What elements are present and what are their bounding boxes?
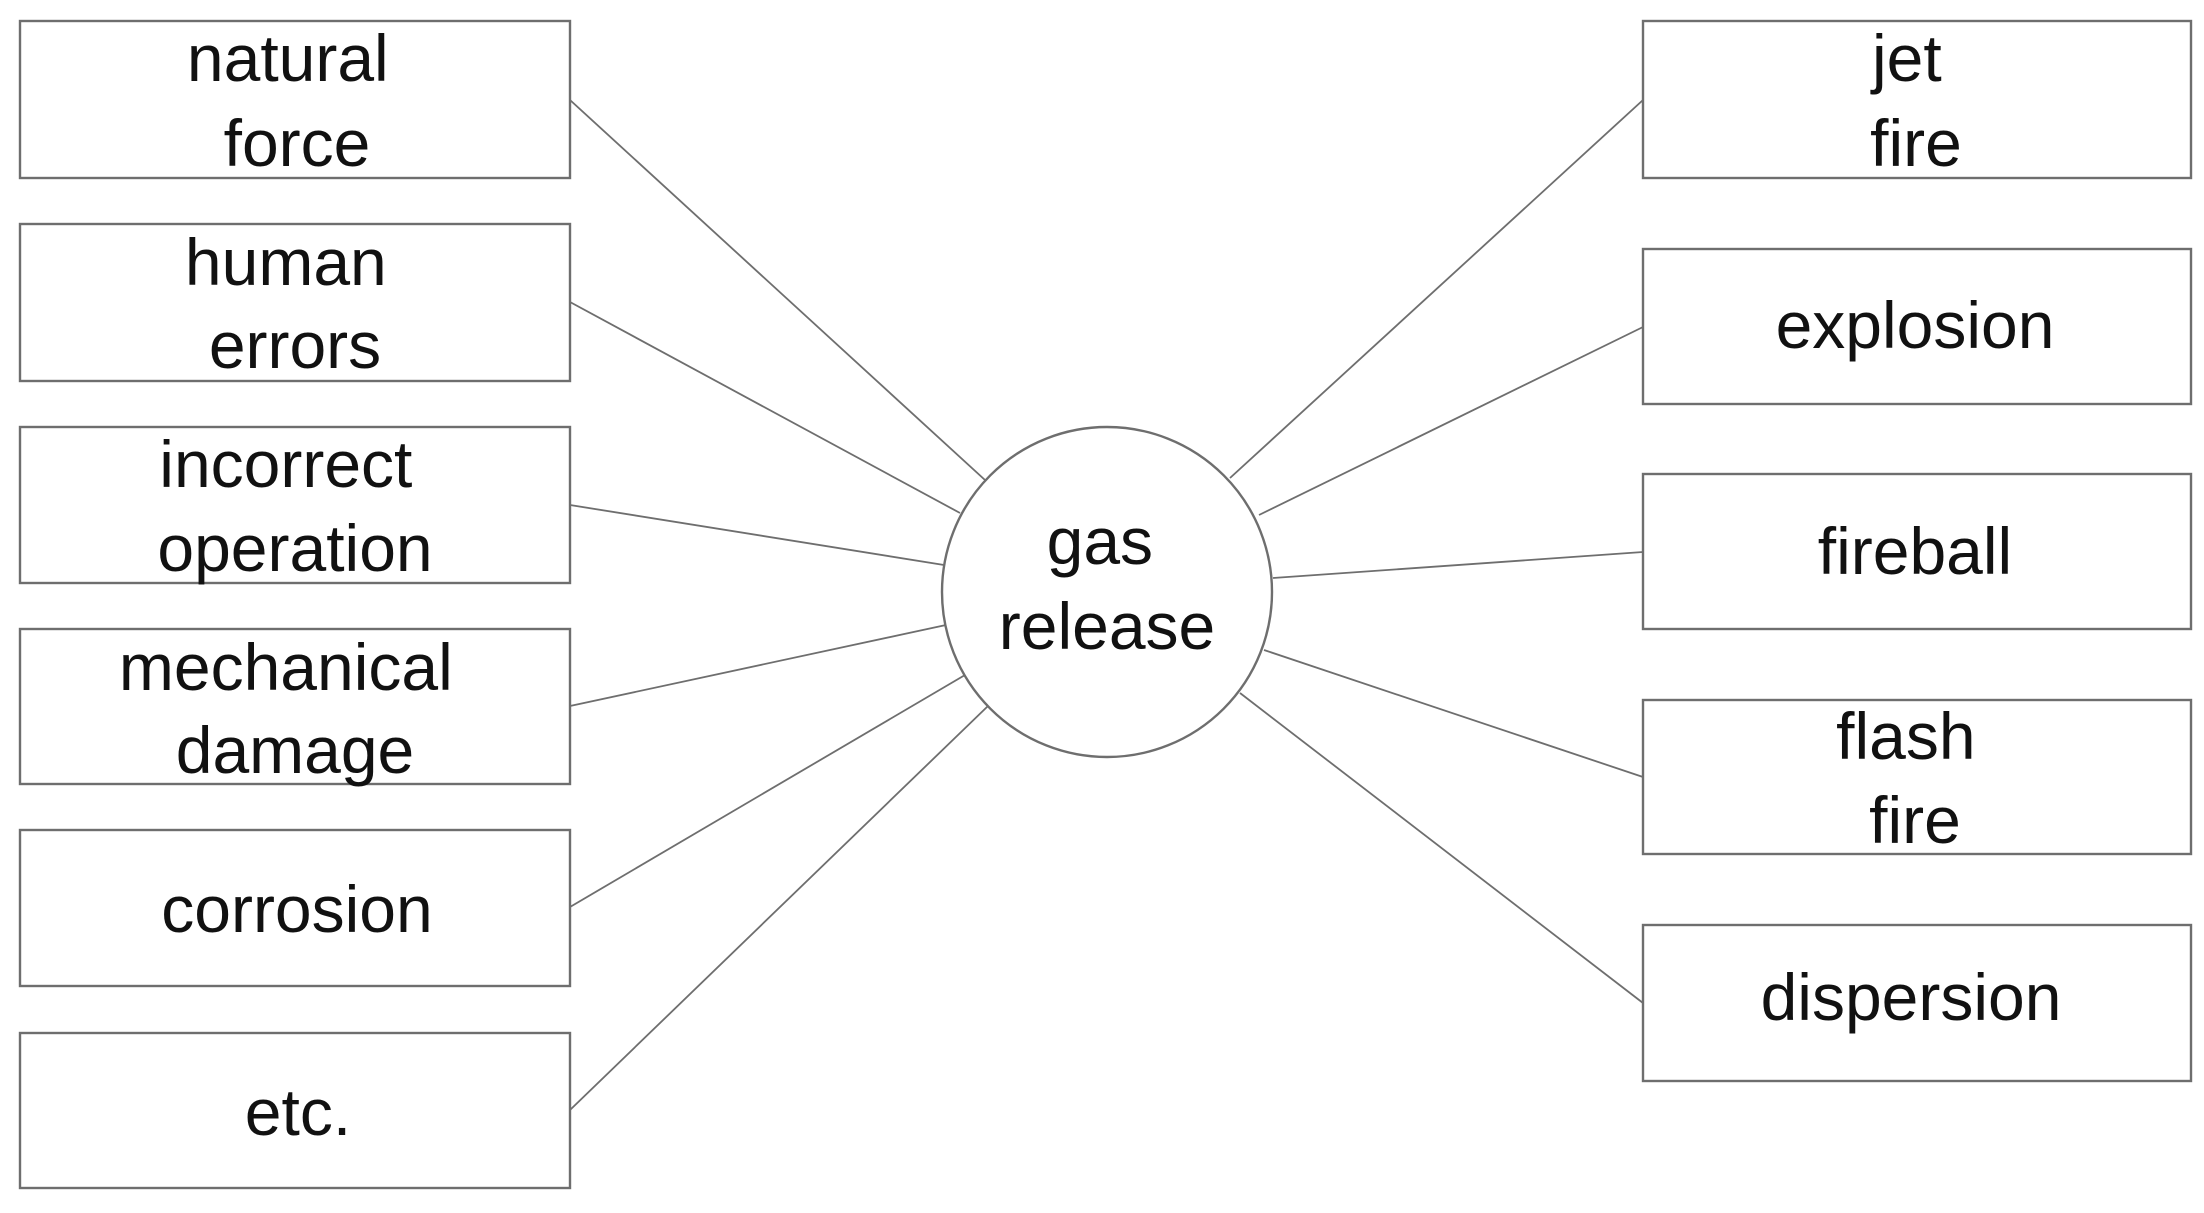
- consequence-node-fireball: fireball: [1641, 472, 2193, 631]
- cause-node-incorrect-operation: incorrect operation: [18, 425, 572, 585]
- cause-label: human errors: [185, 225, 405, 382]
- connector-natural-force: [569, 99, 986, 481]
- cause-label-line-1: human: [185, 225, 387, 299]
- causes-column: natural force human errors incorrect ope…: [18, 19, 572, 1190]
- consequence-label: jet fire: [1870, 21, 1962, 180]
- center-label-line-1: gas: [1047, 504, 1153, 578]
- cause-label-line-2: damage: [176, 713, 415, 787]
- consequence-node-flash-fire: flash fire: [1641, 698, 2193, 857]
- cause-node-natural-force: natural force: [18, 19, 572, 180]
- center-label-line-2: release: [999, 589, 1215, 663]
- consequences-column: jet fire explosion fireball flash fire d…: [1641, 19, 2193, 1083]
- connector-incorrect-operation: [569, 504, 945, 566]
- cause-label: corrosion: [161, 872, 432, 946]
- connector-human-errors: [569, 301, 961, 514]
- cause-label: mechanical damage: [119, 630, 471, 787]
- consequence-label: fireball: [1818, 514, 2012, 588]
- connector-dispersion: [1239, 692, 1644, 1004]
- consequence-label-line-2: fire: [1869, 783, 1961, 857]
- consequence-label-line-1: flash: [1836, 699, 1975, 773]
- consequence-node-jet-fire: jet fire: [1641, 19, 2193, 180]
- connector-corrosion: [569, 674, 966, 908]
- center-label: gas release: [999, 504, 1215, 663]
- cause-box: [18, 19, 572, 180]
- cause-node-mechanical-damage: mechanical damage: [18, 627, 572, 787]
- cause-node-human-errors: human errors: [18, 222, 572, 383]
- cause-label-line-2: force: [224, 106, 371, 180]
- center-circle: [940, 425, 1274, 759]
- connector-explosion: [1258, 326, 1644, 516]
- consequence-label: flash fire: [1836, 699, 1994, 857]
- connector-mechanical-damage: [569, 624, 947, 707]
- consequence-label-line-2: fire: [1870, 106, 1962, 180]
- cause-box: [18, 222, 572, 383]
- consequence-box: [1641, 19, 2193, 180]
- cause-label-line-1: natural: [187, 21, 389, 95]
- cause-label: incorrect operation: [157, 427, 432, 585]
- consequence-label: dispersion: [1761, 960, 2062, 1034]
- connector-fireball: [1272, 551, 1644, 579]
- cause-label-line-1: incorrect: [159, 427, 412, 501]
- consequence-label: explosion: [1776, 288, 2055, 362]
- consequence-box: [1641, 698, 2193, 856]
- connector-flash-fire: [1263, 649, 1644, 778]
- connector-etc: [569, 705, 989, 1111]
- cause-label-line-2: errors: [209, 308, 381, 382]
- consequence-node-dispersion: dispersion: [1641, 923, 2193, 1083]
- cause-box: [18, 627, 572, 786]
- cause-label-line-2: operation: [157, 511, 432, 585]
- consequence-node-explosion: explosion: [1641, 247, 2193, 406]
- cause-box: [18, 1031, 572, 1190]
- consequence-box: [1641, 247, 2193, 406]
- cause-node-etc: etc.: [18, 1031, 572, 1190]
- cause-node-corrosion: corrosion: [18, 828, 572, 988]
- consequence-label-line-1: jet: [1870, 21, 1942, 95]
- connector-lines: [569, 99, 1644, 1111]
- cause-label-line-1: mechanical: [119, 630, 453, 704]
- connector-jet-fire: [1229, 99, 1644, 479]
- cause-box: [18, 828, 572, 988]
- cause-label: natural force: [187, 21, 407, 180]
- consequence-box: [1641, 923, 2193, 1083]
- cause-label: etc.: [245, 1075, 351, 1149]
- cause-box: [18, 425, 572, 585]
- consequence-box: [1641, 472, 2193, 631]
- center-node-gas-release: gas release: [940, 425, 1274, 759]
